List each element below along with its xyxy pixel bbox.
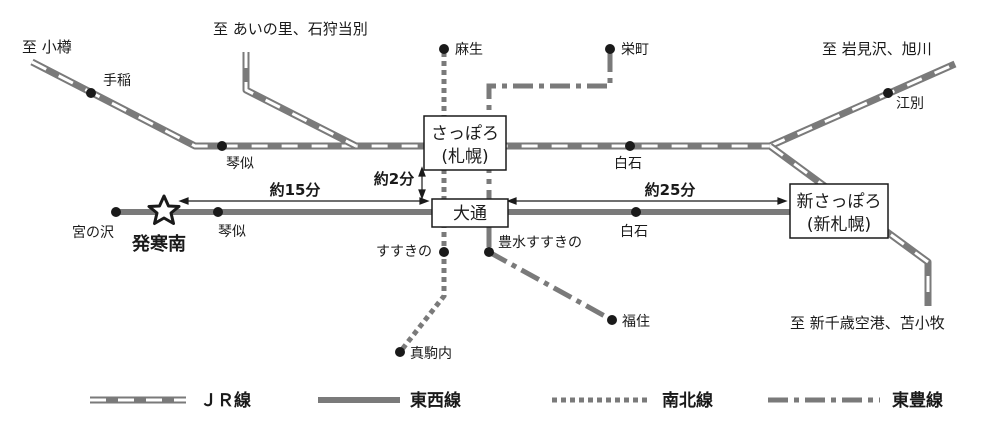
label-sapporo-1: さっぽろ (431, 124, 499, 144)
station-dot-shiroishi-sub (631, 207, 641, 217)
label-shin-sapporo-1: 新さっぽろ (797, 192, 882, 212)
legend-tozai-label: 東西線 (410, 390, 461, 411)
legend-tozai: 東西線 (318, 390, 461, 411)
label-hassamu-minami: 発寒南 (131, 233, 186, 255)
hub-boxes (423, 115, 889, 239)
travel-time-arrows (178, 166, 788, 205)
label-sakaemachi: 栄町 (621, 42, 649, 58)
station-dot-kotoni-jr (217, 141, 227, 151)
dest-iwamizawa: 至 岩見沢、旭川 (822, 40, 932, 58)
jr-line-ainosato (242, 52, 358, 150)
toho-line (486, 52, 614, 323)
station-dot-susukino (439, 247, 449, 257)
station-dot-kotoni-sub (213, 207, 223, 217)
legend-jr: ＪＲ線 (90, 390, 251, 411)
jr-line (30, 52, 957, 306)
legend-toho: 東豊線 (768, 390, 943, 411)
station-dot-shiroishi-jr (625, 141, 635, 151)
station-dot-teine (86, 88, 96, 98)
odori-box (431, 198, 509, 228)
legend-namboku-label: 南北線 (662, 390, 713, 411)
station-dots (86, 44, 893, 357)
label-hosui-susukino: 豊水すすきの (498, 235, 582, 251)
label-ebetsu: 江別 (896, 96, 924, 112)
station-dot-makomanai (395, 347, 405, 357)
station-dot-hosui-susukino (484, 247, 494, 257)
time-odori-sapporo: 約2分 (374, 170, 414, 188)
label-shin-sapporo-2: (新札幌) (807, 215, 871, 235)
shin-sapporo-box (789, 183, 889, 239)
legend-jr-label: ＪＲ線 (200, 390, 251, 411)
dest-chitose: 至 新千歳空港、苫小牧 (790, 314, 945, 332)
legend-namboku: 南北線 (552, 390, 713, 411)
label-makomanai: 真駒内 (410, 346, 452, 362)
label-fukuzumi: 福住 (622, 314, 650, 330)
jr-line-otaru-sapporo (30, 58, 770, 150)
station-dot-sakaemachi (605, 44, 615, 54)
legend: ＪＲ線 東西線 南北線 東豊線 (90, 390, 943, 411)
sapporo-box (423, 115, 507, 171)
label-susukino: すすきの (376, 244, 432, 260)
label-shiroishi-sub: 白石 (620, 224, 648, 240)
label-asabu: 麻生 (455, 42, 483, 58)
label-miyanosawa: 宮の沢 (72, 225, 114, 241)
label-sapporo-2: (札幌) (441, 147, 488, 167)
time-to-shin-sapporo: 約25分 (645, 181, 696, 199)
label-shiroishi-jr: 白石 (614, 156, 642, 172)
label-teine: 手稲 (103, 73, 131, 89)
toho-line-south (487, 249, 614, 323)
station-dot-fukuzumi (607, 315, 617, 325)
label-kotoni-jr: 琴似 (226, 156, 254, 172)
label-odori: 大通 (453, 204, 487, 224)
label-kotoni-sub: 琴似 (218, 224, 246, 240)
station-dot-ebetsu (883, 88, 893, 98)
time-to-odori: 約15分 (270, 181, 321, 199)
legend-toho-label: 東豊線 (892, 390, 943, 411)
star-icon (147, 194, 181, 225)
dest-ainosato: 至 あいの里、石狩当別 (213, 20, 368, 38)
dest-otaru: 至 小樽 (22, 38, 72, 56)
station-dot-asabu (439, 44, 449, 54)
station-dot-miyanosawa (111, 207, 121, 217)
